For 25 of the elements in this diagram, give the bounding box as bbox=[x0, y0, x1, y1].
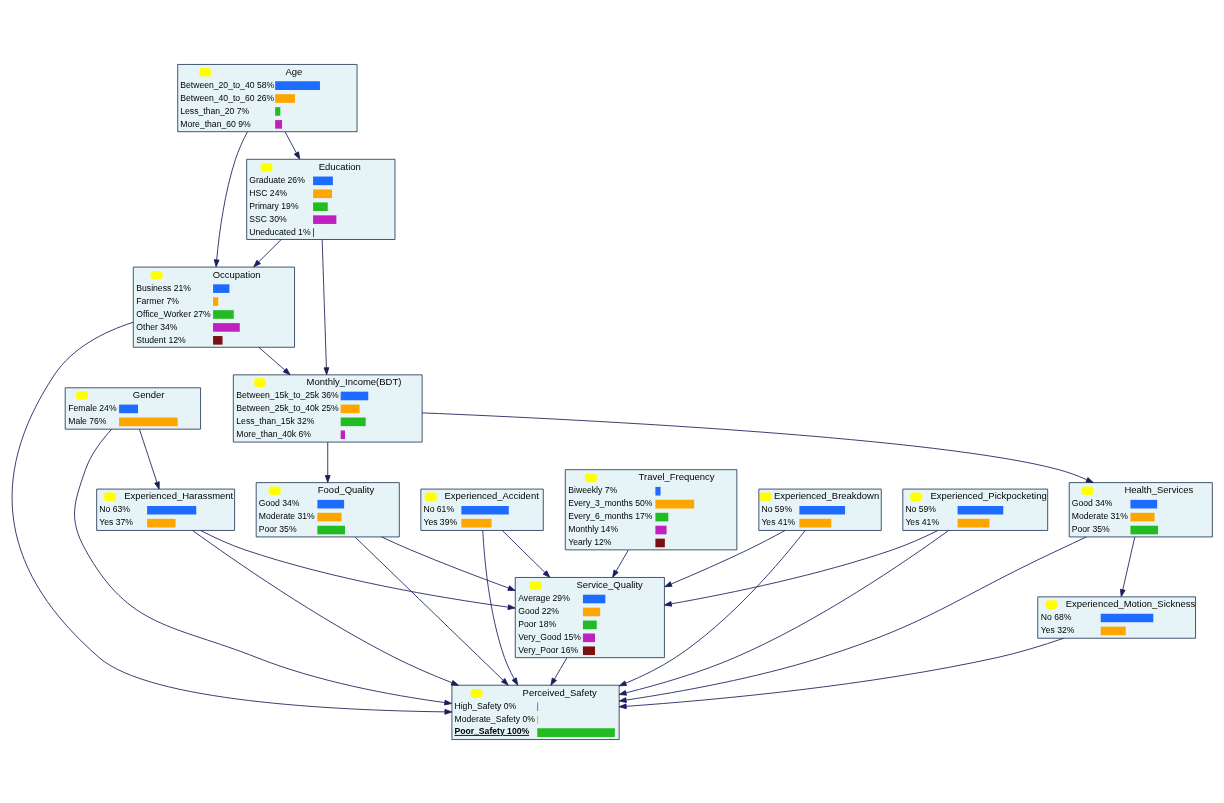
arrow bbox=[11, 321, 453, 715]
arrow bbox=[354, 536, 509, 685]
arrow bbox=[550, 656, 568, 686]
arrow bbox=[482, 529, 519, 685]
arrow bbox=[213, 130, 248, 267]
arrow bbox=[139, 428, 160, 489]
arrow bbox=[421, 411, 1094, 483]
arrow bbox=[253, 238, 282, 267]
arrow bbox=[664, 529, 939, 607]
arrow bbox=[618, 536, 1087, 703]
arrow bbox=[74, 428, 453, 705]
arrow bbox=[618, 637, 1064, 709]
arrow bbox=[1120, 536, 1136, 597]
arrow bbox=[381, 536, 516, 591]
arrow bbox=[192, 529, 459, 686]
arrow bbox=[321, 238, 330, 375]
arrow bbox=[324, 441, 331, 483]
arrow bbox=[664, 529, 786, 587]
arrow bbox=[612, 549, 629, 578]
arrow bbox=[501, 529, 551, 578]
arrow bbox=[200, 529, 516, 610]
arrow bbox=[258, 346, 291, 375]
arrow bbox=[618, 529, 806, 686]
arrow bbox=[618, 529, 949, 696]
arrow bbox=[284, 130, 301, 159]
